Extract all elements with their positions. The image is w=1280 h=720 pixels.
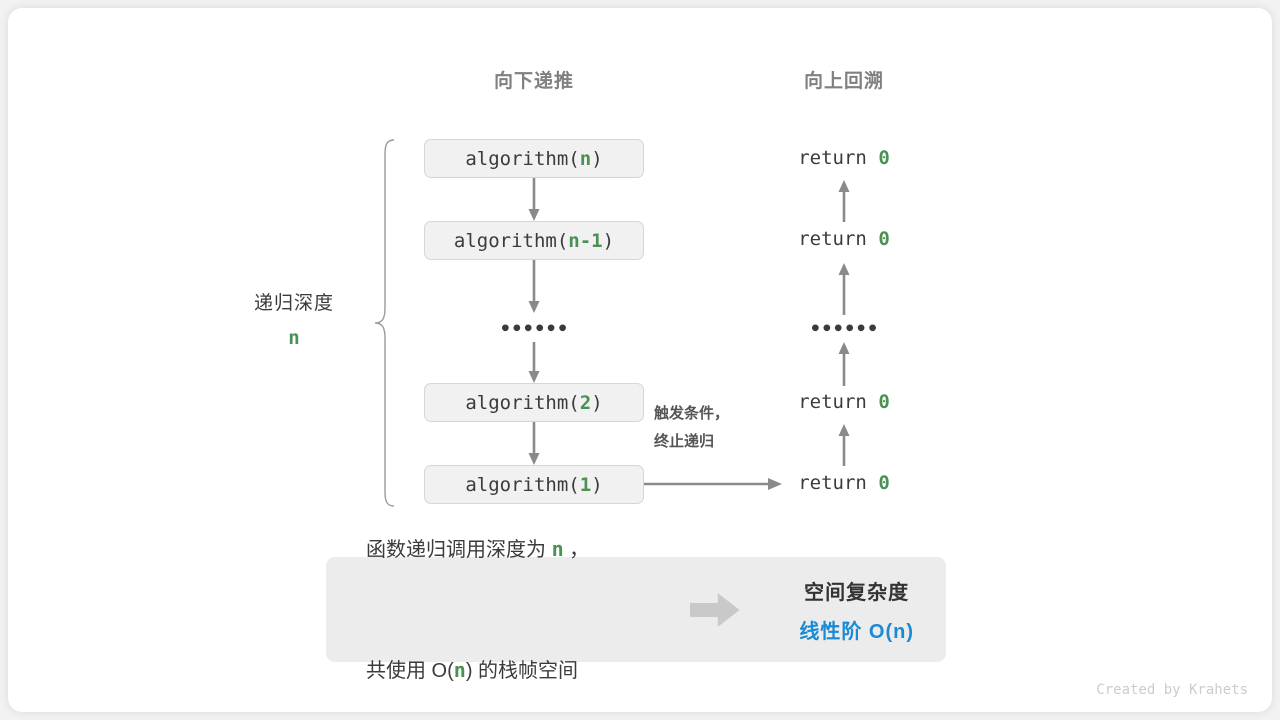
recursion-depth-label: 递归深度 n: [194, 288, 394, 349]
summary-line1-part-a: 函数递归调用深度为: [366, 538, 552, 561]
summary-line2-part-a: 共使用 O(: [366, 659, 454, 682]
call-box-prefix: algorithm(: [453, 229, 569, 252]
return-keyword: return: [798, 147, 879, 169]
summary-line2-n: n: [453, 657, 466, 682]
base-case-annotation-line1: 触发条件，: [654, 405, 730, 422]
return-value: 0: [878, 228, 890, 250]
recursion-depth-title: 递归深度: [253, 293, 334, 314]
summary-panel: 函数递归调用深度为 n ， 共使用 O(n) 的栈帧空间 空间复杂度 线性阶 O…: [326, 537, 946, 682]
base-case-annotation-line2: 终止递归: [654, 433, 715, 450]
down-arrow-3-icon: [528, 342, 540, 383]
return-ellipsis: ••••••: [809, 318, 879, 340]
return-label-3: return 0: [744, 391, 944, 413]
credit-text: Created by Krahets: [1096, 682, 1248, 698]
return-label-1: return 0: [744, 147, 944, 169]
diagram-canvas: 向下递推 向上回溯 递归深度 n algorithm(n) algorithm(…: [8, 8, 1272, 712]
summary-complexity-title: 空间复杂度: [804, 581, 910, 604]
call-stack-ellipsis: ••••••: [499, 318, 569, 340]
call-box-arg: n: [579, 147, 592, 170]
call-box-suffix: ): [602, 229, 615, 252]
base-case-annotation: 触发条件， 终止递归: [654, 400, 729, 456]
up-arrow-4-icon: [838, 424, 850, 466]
return-value: 0: [878, 147, 890, 169]
return-label-4: return 0: [744, 472, 944, 494]
up-arrow-1-icon: [838, 180, 850, 222]
call-box-prefix: algorithm(: [465, 391, 580, 414]
return-keyword: return: [798, 391, 879, 413]
column-header-upward: 向上回溯: [803, 71, 884, 92]
call-box-prefix: algorithm(: [465, 473, 580, 496]
up-arrow-3-icon: [838, 342, 850, 386]
call-box-n-minus-1[interactable]: algorithm(n-1): [424, 221, 644, 260]
return-keyword: return: [798, 472, 879, 494]
up-arrow-2-icon: [838, 263, 850, 315]
call-box-suffix: ): [591, 147, 603, 170]
summary-left-line2: 共使用 O(n) 的栈帧空间: [366, 650, 674, 691]
return-value: 0: [878, 472, 890, 494]
summary-line1-part-b: ，: [563, 538, 590, 561]
call-box-suffix: ): [591, 473, 603, 496]
block-arrow-right-icon: [689, 592, 740, 627]
call-box-1[interactable]: algorithm(1): [424, 465, 644, 504]
call-box-arg: n-1: [568, 229, 603, 252]
summary-right-text: 空间复杂度 线性阶 O(n): [767, 576, 946, 644]
recursion-depth-brace: [374, 139, 395, 507]
down-arrow-1-icon: [528, 178, 540, 221]
call-box-n[interactable]: algorithm(n): [424, 139, 644, 178]
summary-left-text: 函数递归调用深度为 n ， 共使用 O(n) 的栈帧空间: [366, 449, 674, 713]
summary-complexity-value: 线性阶 O(n): [799, 620, 914, 643]
call-box-arg: 1: [579, 473, 592, 496]
return-value: 0: [878, 391, 890, 413]
return-label-2: return 0: [744, 228, 944, 250]
column-header-downward: 向下递推: [493, 71, 574, 92]
down-arrow-2-icon: [528, 260, 540, 313]
base-case-arrow-icon: [644, 478, 782, 490]
summary-line2-part-b: ) 的栈帧空间: [465, 659, 579, 682]
summary-left-line1: 函数递归调用深度为 n ，: [366, 529, 674, 570]
call-box-arg: 2: [579, 391, 592, 414]
summary-line1-n: n: [551, 536, 564, 561]
recursion-depth-value: n: [288, 327, 300, 349]
call-box-2[interactable]: algorithm(2): [424, 383, 644, 422]
return-keyword: return: [798, 228, 879, 250]
call-box-suffix: ): [591, 391, 603, 414]
down-arrow-4-icon: [528, 422, 540, 465]
call-box-prefix: algorithm(: [465, 147, 580, 170]
